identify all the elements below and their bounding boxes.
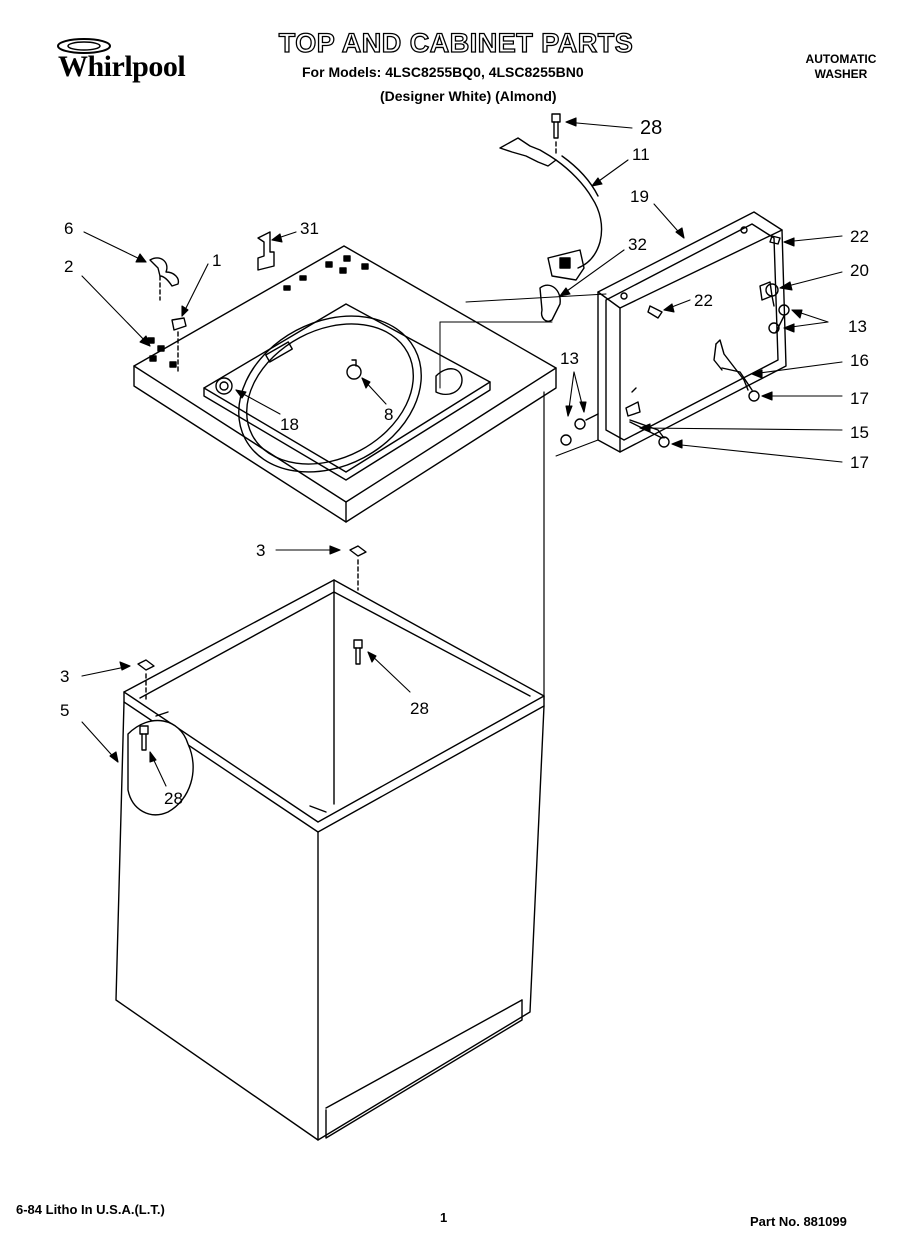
callout-31: 31 (300, 219, 319, 238)
screws-part-13-left (560, 413, 599, 446)
page-title: TOP AND CABINET PARTS (278, 27, 634, 58)
callout-28-lower: 28 (164, 789, 183, 808)
callout-20: 20 (850, 261, 869, 280)
lid-switch-bracket-part-31 (257, 231, 275, 271)
callout-13-left: 13 (560, 349, 579, 368)
callout-2: 2 (64, 257, 73, 276)
clip-part-1 (171, 317, 187, 375)
callout-28-cabinet: 28 (410, 699, 429, 718)
part-number: Part No. 881099 (750, 1214, 847, 1229)
callout-1: 1 (212, 251, 221, 270)
callout-13-right: 13 (848, 317, 867, 336)
callout-28-top: 28 (640, 117, 662, 139)
console-frame-part-19 (597, 211, 787, 453)
washer-top-panel (133, 245, 557, 523)
callout-8: 8 (384, 405, 393, 424)
callout-16: 16 (850, 351, 869, 370)
callout-19: 19 (630, 187, 649, 206)
cap-part-17-upper (748, 390, 760, 402)
hinge-clip-part-6 (149, 257, 180, 301)
callout-leaders (81, 117, 843, 787)
callout-18: 18 (280, 415, 299, 434)
wire-harness-part-11 (499, 137, 603, 281)
screw-part-28-lower (139, 725, 149, 751)
product-type-line1: AUTOMATIC (805, 52, 877, 66)
cap-part-17-lower (658, 436, 670, 448)
screws-part-13-right (768, 304, 790, 334)
callout-17-lower: 17 (850, 453, 869, 472)
hose-grommet-part-18 (215, 377, 233, 395)
screw-part-28-cabinet (353, 639, 363, 665)
screw-part-8 (346, 359, 362, 380)
brand-logo: Whirlpool (57, 38, 186, 84)
print-info: 6-84 Litho In U.S.A.(L.T.) (16, 1202, 165, 1217)
callout-32: 32 (628, 235, 647, 254)
product-type-line2: WASHER (814, 67, 868, 81)
callout-11: 11 (632, 145, 650, 164)
page-number: 1 (440, 1210, 448, 1225)
model-colors: (Designer White) (Almond) (380, 88, 557, 104)
clip-part-3-upper (349, 545, 367, 591)
callout-6: 6 (64, 219, 73, 238)
brand-name: Whirlpool (58, 50, 186, 83)
callout-3-lower: 3 (60, 667, 69, 686)
washer-cabinet (115, 391, 545, 1141)
hinge-pin-part-22-left (647, 305, 663, 319)
callout-5: 5 (60, 701, 69, 720)
screw-part-28-top (551, 113, 561, 157)
product-type: AUTOMATIC WASHER (786, 52, 896, 82)
hinge-pin-part-22-right (769, 235, 781, 245)
model-numbers: For Models: 4LSC8255BQ0, 4LSC8255BN0 (302, 64, 584, 80)
knob-part-20 (765, 283, 779, 307)
callout-22-right: 22 (850, 227, 869, 246)
whirlpool-swirl-icon (57, 38, 111, 54)
callout-15: 15 (850, 423, 869, 442)
callout-22-left: 22 (694, 291, 713, 310)
lid-switch-part-32 (539, 284, 561, 322)
callout-17-upper: 17 (850, 389, 869, 408)
rod-part-16 (721, 367, 753, 391)
callout-3-upper: 3 (256, 541, 265, 560)
clip-part-3-lower (137, 659, 155, 701)
